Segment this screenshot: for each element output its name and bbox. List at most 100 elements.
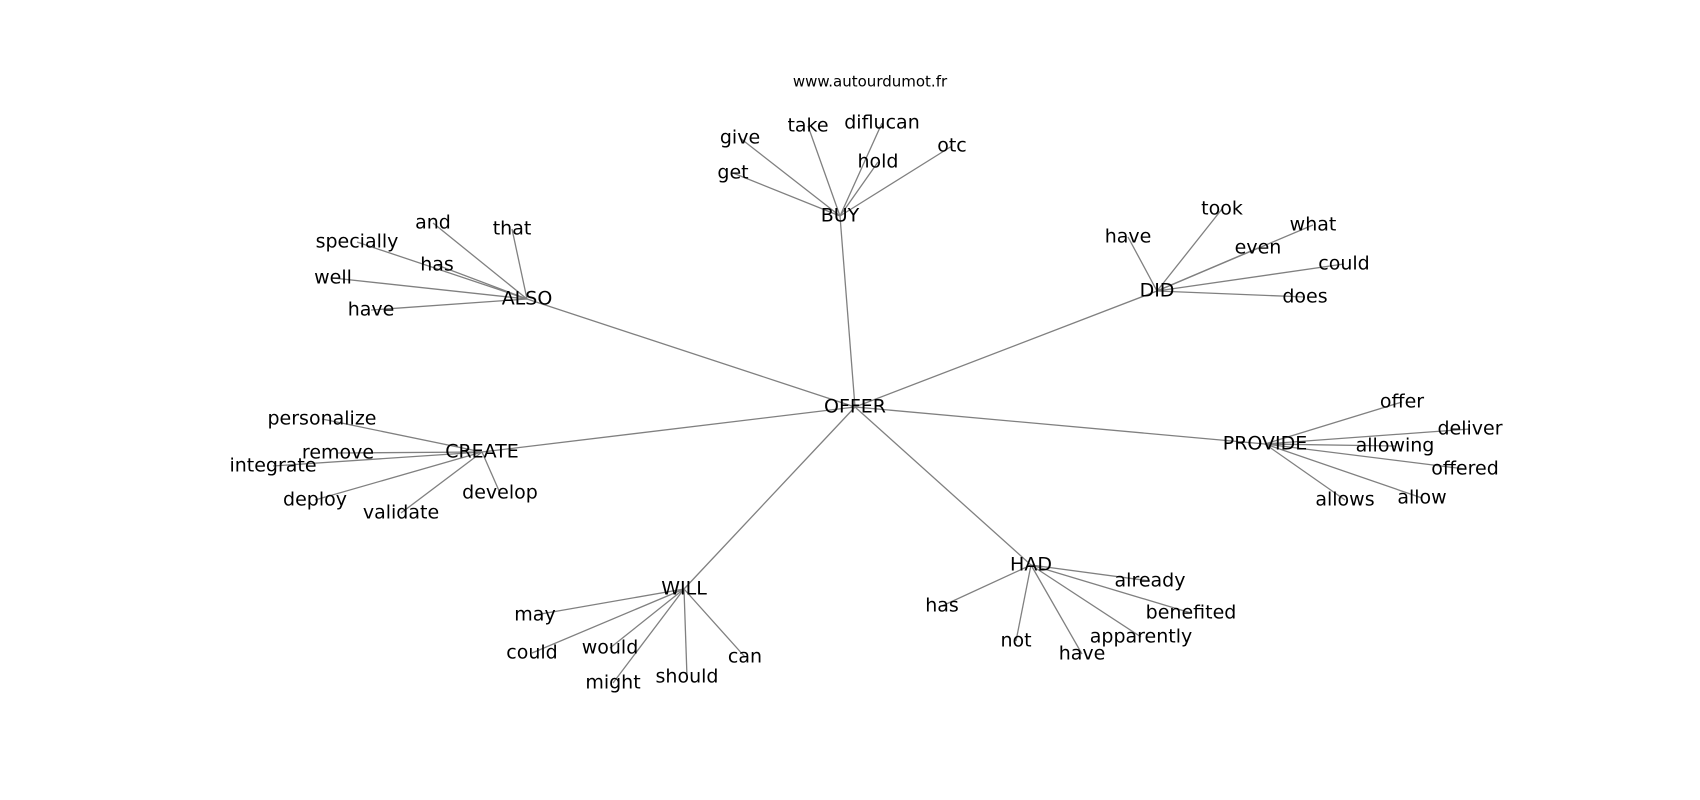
edge-did-even xyxy=(1156,247,1259,292)
edge-also-that xyxy=(511,228,528,300)
edge-buy-otc xyxy=(839,145,953,217)
leaf-word-create-integrate: integrate xyxy=(229,455,316,477)
edge-also-has xyxy=(436,264,528,300)
edge-buy-take xyxy=(807,125,841,217)
edge-create-remove xyxy=(337,451,483,454)
leaf-word-did-took: took xyxy=(1201,198,1243,220)
hub-word-had: HAD xyxy=(1010,554,1052,576)
leaf-word-create-develop: develop xyxy=(462,482,538,504)
leaf-word-provide-offered: offered xyxy=(1431,458,1499,480)
leaf-word-also-specially: specially xyxy=(316,231,399,253)
leaf-word-did-even: even xyxy=(1235,237,1282,259)
center-word: OFFER xyxy=(824,396,886,418)
leaf-word-also-and: and xyxy=(415,212,451,234)
edge-center-create xyxy=(481,406,856,453)
edge-buy-hold xyxy=(839,161,879,217)
leaf-word-buy-take: take xyxy=(787,115,828,137)
leaf-word-also-well: well xyxy=(314,267,352,289)
leaf-word-create-remove: remove xyxy=(302,442,374,464)
leaf-word-also-that: that xyxy=(493,218,532,240)
edge-create-personalize xyxy=(321,418,483,453)
leaf-word-did-have: have xyxy=(1105,226,1152,248)
leaf-word-did-what: what xyxy=(1290,214,1337,236)
edge-center-did xyxy=(854,290,1158,408)
leaf-word-did-does: does xyxy=(1282,286,1327,308)
edge-also-have xyxy=(370,298,528,311)
edge-create-deploy xyxy=(314,451,483,501)
edge-did-have xyxy=(1127,236,1158,292)
edges-layer xyxy=(272,122,1471,684)
edge-create-validate xyxy=(400,451,483,514)
leaf-word-buy-otc: otc xyxy=(937,135,967,157)
edge-center-buy xyxy=(839,215,856,408)
leaf-word-had-apparently: apparently xyxy=(1090,626,1193,648)
hub-word-will: WILL xyxy=(661,578,707,600)
edge-center-had xyxy=(854,406,1032,566)
leaf-word-provide-allows: allows xyxy=(1315,489,1374,511)
source-credit: www.autourdumot.fr xyxy=(793,73,948,91)
edge-did-took xyxy=(1156,208,1223,292)
edge-buy-give xyxy=(739,137,841,217)
edge-will-should xyxy=(683,588,688,678)
edge-also-specially xyxy=(356,241,528,300)
edge-had-benefited xyxy=(1030,564,1192,614)
edge-buy-get xyxy=(732,172,841,217)
hub-word-provide: PROVIDE xyxy=(1223,433,1308,455)
edge-provide-allows xyxy=(1264,443,1346,501)
leaf-word-will-should: should xyxy=(656,666,719,688)
leaf-word-had-not: not xyxy=(1000,630,1031,652)
leaf-word-buy-get: get xyxy=(717,162,748,184)
leaf-word-will-would: would xyxy=(582,637,639,659)
hub-word-create: CREATE xyxy=(445,441,519,463)
edge-did-does xyxy=(1156,290,1306,298)
leaf-word-had-has: has xyxy=(925,595,959,617)
leaf-word-also-has: has xyxy=(420,254,454,276)
leaf-word-create-validate: validate xyxy=(363,502,439,524)
edge-provide-offered xyxy=(1264,443,1466,470)
leaf-word-create-deploy: deploy xyxy=(283,489,347,511)
hub-word-buy: BUY xyxy=(821,205,860,227)
edge-provide-allowing xyxy=(1264,443,1396,447)
leaf-word-will-might: might xyxy=(585,672,640,694)
leaf-word-did-could: could xyxy=(1318,253,1369,275)
leaf-word-provide-offer: offer xyxy=(1380,391,1424,413)
edge-will-could xyxy=(531,588,685,654)
leaf-word-create-personalize: personalize xyxy=(268,408,377,430)
edge-had-has xyxy=(941,564,1032,607)
edge-center-also xyxy=(526,298,856,408)
edge-will-might xyxy=(612,588,685,684)
leaf-word-provide-deliver: deliver xyxy=(1437,418,1502,440)
edge-will-may xyxy=(534,588,685,616)
hub-word-also: ALSO xyxy=(502,288,553,310)
edge-provide-deliver xyxy=(1264,428,1471,445)
leaf-word-will-can: can xyxy=(728,646,762,668)
leaf-word-buy-diflucan: diflucan xyxy=(844,112,919,134)
edge-will-can xyxy=(683,588,746,658)
edge-had-already xyxy=(1030,564,1151,582)
edge-buy-diflucan xyxy=(839,122,883,217)
leaf-word-had-already: already xyxy=(1115,570,1186,592)
edge-had-have xyxy=(1030,564,1083,655)
leaf-word-provide-allowing: allowing xyxy=(1356,435,1435,457)
edge-center-will xyxy=(683,406,856,590)
edge-also-and xyxy=(432,222,528,300)
leaf-word-had-benefited: benefited xyxy=(1146,602,1237,624)
edge-center-provide xyxy=(854,406,1266,445)
edge-provide-offer xyxy=(1264,401,1403,445)
leaf-word-will-may: may xyxy=(514,604,555,626)
leaf-word-buy-hold: hold xyxy=(857,151,898,173)
edge-did-could xyxy=(1156,263,1345,292)
edge-create-integrate xyxy=(272,451,483,467)
leaf-word-buy-give: give xyxy=(720,127,760,149)
edge-also-well xyxy=(332,277,528,300)
edge-had-not xyxy=(1015,564,1032,642)
hub-word-did: DID xyxy=(1140,280,1175,302)
leaf-word-had-have: have xyxy=(1059,643,1106,665)
leaf-word-provide-allow: allow xyxy=(1397,487,1446,509)
edge-provide-allow xyxy=(1264,443,1423,499)
edge-create-develop xyxy=(481,451,501,494)
edge-will-would xyxy=(609,588,685,649)
